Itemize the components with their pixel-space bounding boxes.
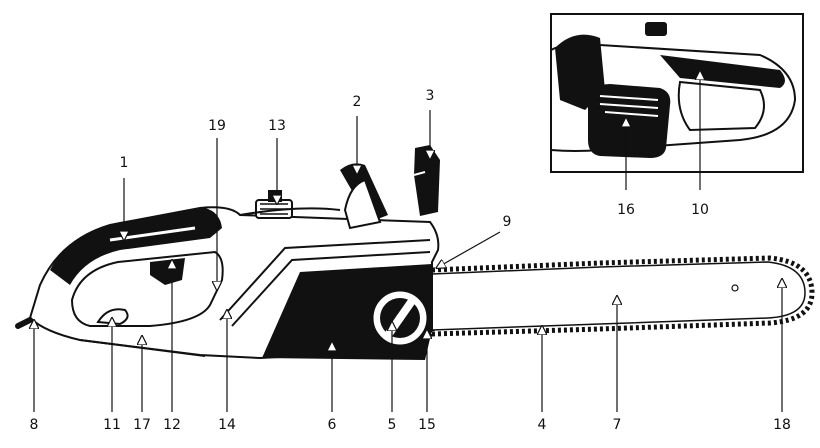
callout-label-2: 2 bbox=[353, 94, 362, 110]
callout-leaders bbox=[34, 75, 782, 412]
oil-cap bbox=[255, 190, 293, 219]
saw-chain bbox=[429, 255, 815, 337]
callout-label-19: 19 bbox=[208, 118, 226, 134]
lock-off-button bbox=[96, 308, 129, 326]
callout-label-11: 11 bbox=[103, 417, 121, 433]
bar-hole bbox=[731, 284, 739, 292]
callout-label-10: 10 bbox=[691, 202, 709, 218]
callout-label-14: 14 bbox=[218, 417, 236, 433]
detail-inset bbox=[550, 13, 804, 173]
guide-bar bbox=[431, 261, 806, 331]
handle-grip-band bbox=[50, 208, 222, 285]
callout-label-9: 9 bbox=[503, 214, 512, 230]
callout-label-17: 17 bbox=[133, 417, 151, 433]
callout-label-4: 4 bbox=[538, 417, 547, 433]
callout-label-16: 16 bbox=[617, 202, 635, 218]
guide-bar-group bbox=[429, 255, 815, 337]
callout-label-1: 1 bbox=[120, 155, 129, 171]
power-cable bbox=[15, 317, 33, 329]
leader-9 bbox=[440, 231, 501, 266]
bumper-spike bbox=[414, 145, 440, 216]
handle-opening bbox=[70, 250, 224, 327]
callout-label-3: 3 bbox=[426, 88, 435, 104]
callout-label-18: 18 bbox=[773, 417, 791, 433]
chainsaw-body bbox=[15, 145, 440, 360]
callout-label-13: 13 bbox=[268, 118, 286, 134]
callout-label-5: 5 bbox=[388, 417, 397, 433]
callout-label-6: 6 bbox=[328, 417, 337, 433]
callout-label-8: 8 bbox=[30, 417, 39, 433]
callout-label-12: 12 bbox=[163, 417, 181, 433]
callout-label-7: 7 bbox=[613, 417, 622, 433]
callout-label-15: 15 bbox=[418, 417, 436, 433]
callout-labels: 1 2 3 4 5 6 7 8 9 10 11 12 13 14 15 16 1… bbox=[30, 88, 791, 433]
